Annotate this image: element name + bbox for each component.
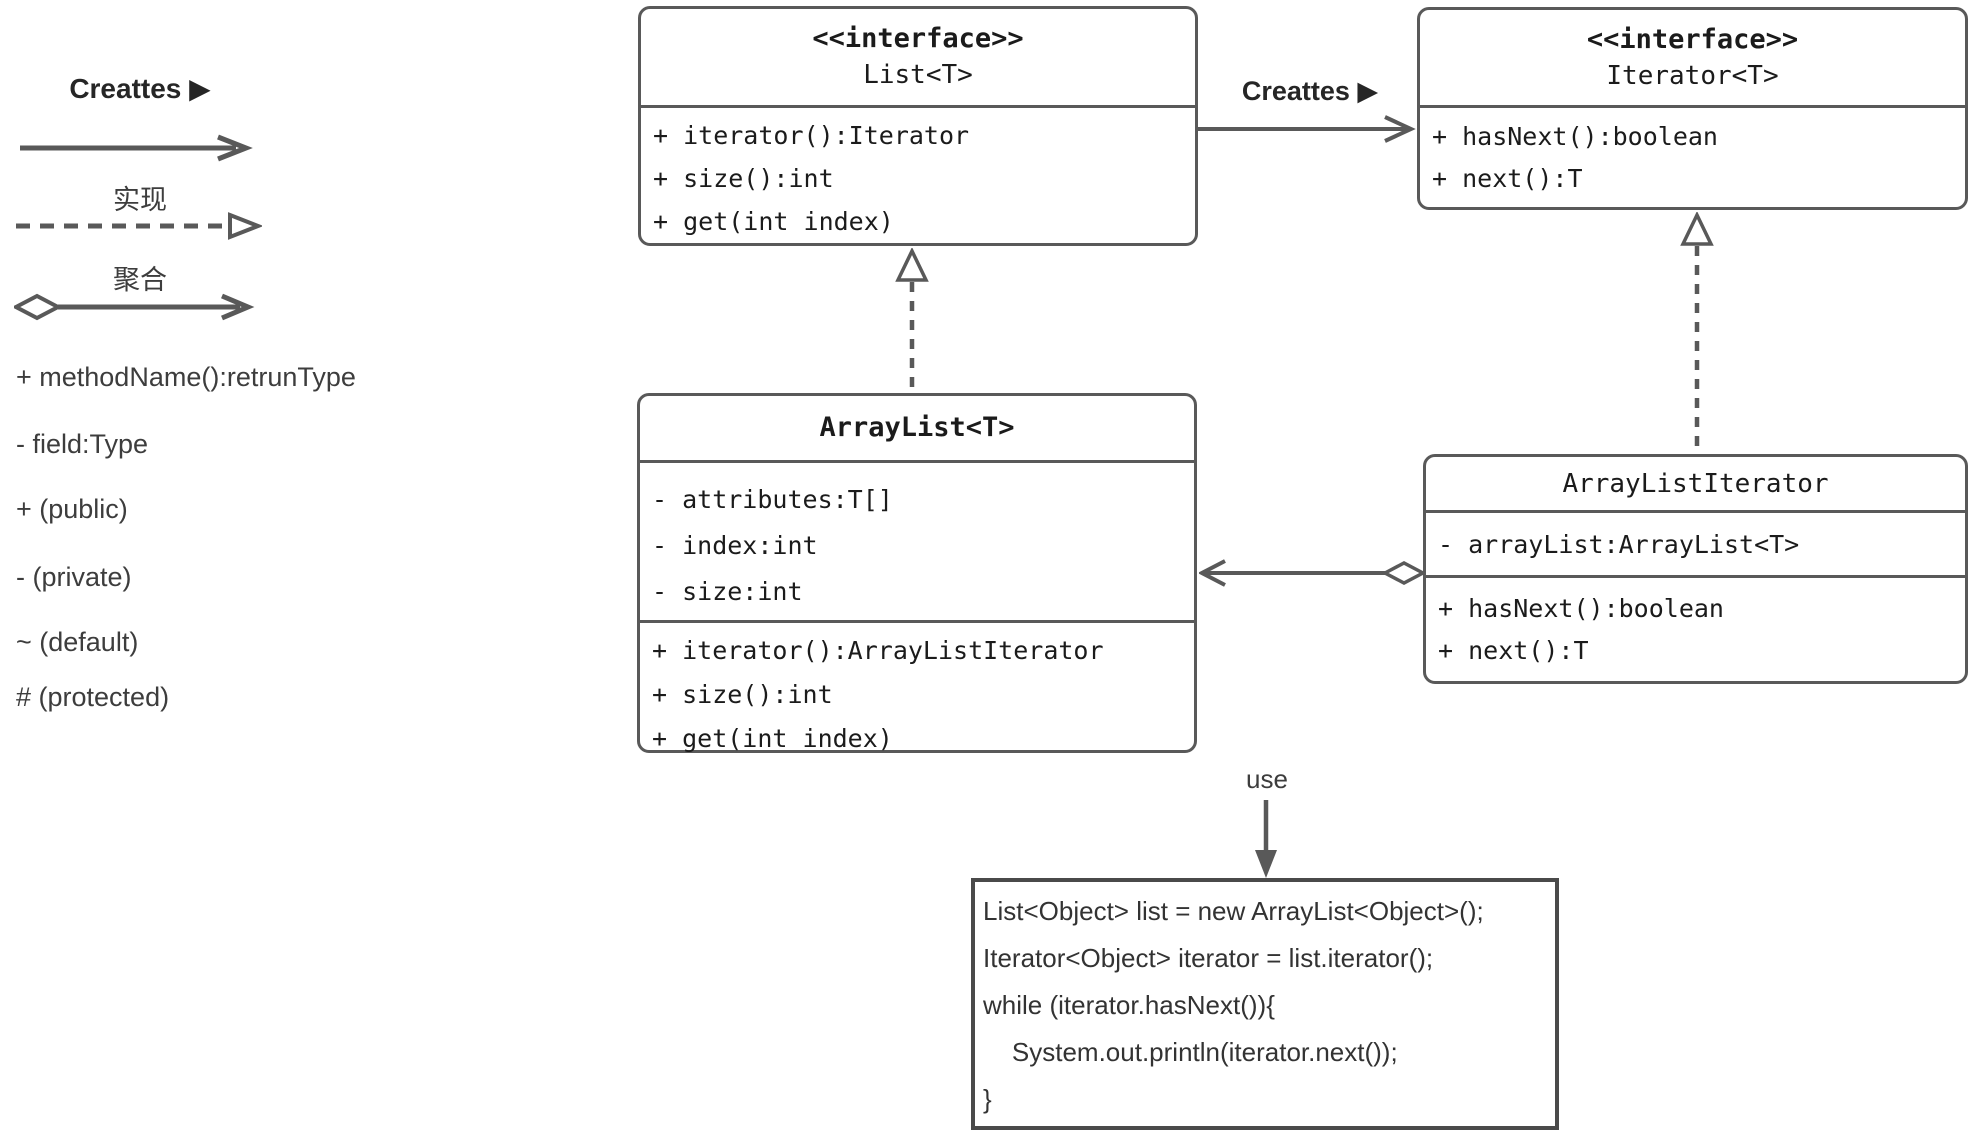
code-line: } (983, 1084, 992, 1114)
class-header-arraylist: ArrayList<T> (640, 396, 1194, 463)
class-methods-arraylist: + iterator():ArrayListIterator + size():… (640, 623, 1194, 761)
class-methods-arraylistiterator: + hasNext():boolean + next():T (1426, 578, 1965, 672)
legend-note-default: ~ (default) (16, 627, 139, 657)
dashed-arrow-icon (16, 212, 262, 240)
attribute-row: - index:int (652, 531, 818, 560)
class-header-list: <<interface>> List<T> (641, 9, 1195, 108)
class-box-list: <<interface>> List<T> + iterator():Itera… (638, 6, 1198, 246)
creates-relation-label: Creattes ▶ (1241, 76, 1379, 106)
use-relation-label: use (1246, 764, 1288, 794)
method-row: + iterator():ArrayListIterator (652, 636, 1104, 665)
stereotype-label: <<interface>> (812, 23, 1024, 54)
code-sample-box: List<Object> list = new ArrayList<Object… (971, 878, 1559, 1130)
class-header-arraylistiterator: ArrayListIterator (1426, 457, 1965, 513)
code-line: while (iterator.hasNext()){ (983, 990, 1275, 1020)
realization-arrow-icon (895, 248, 929, 395)
code-line: Iterator<Object> iterator = list.iterato… (983, 943, 1434, 973)
class-attributes-arraylistiterator: - arrayList:ArrayList<T> (1426, 513, 1965, 578)
aggregation-arrow-icon (1199, 559, 1425, 587)
creates-arrow-icon (1197, 115, 1416, 143)
legend-realization-label: 实现 (113, 185, 167, 215)
legend-note-protected: # (protected) (16, 682, 170, 712)
class-box-arraylistiterator: ArrayListIterator - arrayList:ArrayList<… (1423, 454, 1968, 684)
code-line: List<Object> list = new ArrayList<Object… (983, 896, 1484, 926)
legend-note-public: + (public) (16, 494, 128, 524)
method-row: + get(int index) (653, 207, 894, 236)
class-name: ArrayListIterator (1562, 468, 1829, 499)
class-attributes-arraylist: - attributes:T[] - index:int - size:int (640, 463, 1194, 623)
method-row: + size():int (653, 164, 834, 193)
class-methods-iterator: + hasNext():boolean + next():T (1420, 108, 1965, 200)
code-line: System.out.println(iterator.next()); (983, 1037, 1398, 1067)
aggregation-arrow-icon (14, 293, 255, 321)
method-row: + hasNext():boolean (1432, 122, 1718, 151)
class-name: ArrayList<T> (819, 412, 1015, 443)
class-header-iterator: <<interface>> Iterator<T> (1420, 10, 1965, 108)
legend-creates-label: Creattes ▶ (69, 73, 211, 104)
legend-note-method: + methodName():retrunType (16, 362, 356, 392)
method-row: + iterator():Iterator (653, 121, 970, 150)
solid-arrow-icon (20, 134, 253, 162)
class-name: List<T> (863, 60, 973, 90)
realization-arrow-icon (1680, 212, 1714, 455)
use-arrow-icon (1255, 800, 1277, 878)
stereotype-label: <<interface>> (1586, 23, 1799, 55)
class-box-arraylist: ArrayList<T> - attributes:T[] - index:in… (637, 393, 1197, 753)
legend-note-field: - field:Type (16, 429, 149, 459)
method-row: + next():T (1432, 164, 1583, 193)
method-row: + hasNext():boolean (1438, 594, 1724, 623)
class-name: Iterator<T> (1606, 60, 1779, 91)
attribute-row: - size:int (652, 577, 803, 606)
method-row: + get(int index) (652, 724, 893, 753)
attribute-row: - attributes:T[] (652, 485, 893, 514)
class-methods-list: + iterator():Iterator + size():int + get… (641, 108, 1195, 243)
attribute-row: - arrayList:ArrayList<T> (1438, 530, 1800, 559)
class-box-iterator: <<interface>> Iterator<T> + hasNext():bo… (1417, 7, 1968, 210)
legend-aggregation-label: 聚合 (113, 265, 167, 295)
legend-note-private: - (private) (16, 562, 132, 592)
method-row: + size():int (652, 680, 833, 709)
method-row: + next():T (1438, 636, 1589, 665)
